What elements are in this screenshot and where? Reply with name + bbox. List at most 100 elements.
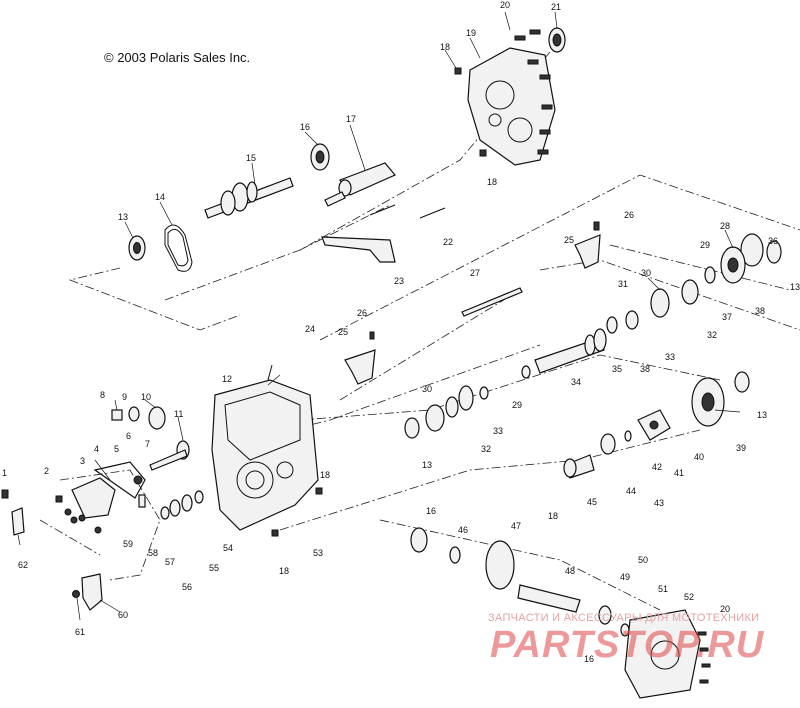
callout-33: 33 bbox=[665, 352, 675, 362]
gear-case-cover bbox=[454, 29, 556, 166]
callout-42: 42 bbox=[652, 462, 662, 472]
callout-18: 18 bbox=[548, 511, 558, 521]
callout-2: 2 bbox=[44, 466, 49, 476]
callout-54: 54 bbox=[223, 543, 233, 553]
bearing-plate-41 bbox=[637, 409, 671, 441]
bearing-13-left bbox=[128, 235, 146, 261]
shift-rod-27 bbox=[461, 287, 523, 317]
callout-23: 23 bbox=[394, 276, 404, 286]
callout-57: 57 bbox=[165, 557, 175, 567]
callout-4: 4 bbox=[94, 444, 99, 454]
pins-22 bbox=[369, 204, 446, 219]
callout-29: 29 bbox=[700, 240, 710, 250]
callout-17: 17 bbox=[346, 114, 356, 124]
callout-13: 13 bbox=[118, 212, 128, 222]
callout-53: 53 bbox=[313, 548, 323, 558]
callout-38: 38 bbox=[640, 364, 650, 374]
callout-19: 19 bbox=[466, 28, 476, 38]
callout-26: 26 bbox=[357, 308, 367, 318]
callout-34: 34 bbox=[571, 377, 581, 387]
callout-14: 14 bbox=[155, 192, 165, 202]
callout-22: 22 bbox=[443, 237, 453, 247]
callout-49: 49 bbox=[620, 572, 630, 582]
callout-52: 52 bbox=[684, 592, 694, 602]
callout-36: 36 bbox=[768, 236, 778, 246]
main-shaft-34 bbox=[521, 328, 607, 379]
callout-58: 58 bbox=[148, 548, 158, 558]
callout-33: 33 bbox=[493, 426, 503, 436]
callout-1: 1 bbox=[2, 468, 7, 478]
callout-26: 26 bbox=[624, 210, 634, 220]
callout-32: 32 bbox=[707, 330, 717, 340]
callout-16: 16 bbox=[584, 654, 594, 664]
callout-28: 28 bbox=[720, 221, 730, 231]
gear-21 bbox=[548, 27, 566, 53]
callout-16: 16 bbox=[426, 506, 436, 516]
transmission-case bbox=[211, 364, 323, 537]
drive-chain-14 bbox=[164, 224, 193, 272]
callout-13: 13 bbox=[422, 460, 432, 470]
callout-35: 35 bbox=[612, 364, 622, 374]
callout-5: 5 bbox=[114, 444, 119, 454]
lower-cover-52 bbox=[624, 609, 711, 699]
shift-linkage bbox=[1, 406, 190, 536]
leader-lines bbox=[17, 11, 741, 621]
callout-40: 40 bbox=[694, 452, 704, 462]
callout-46: 46 bbox=[458, 525, 468, 535]
callout-6: 6 bbox=[126, 431, 131, 441]
seal-stack bbox=[160, 490, 204, 520]
callout-16: 16 bbox=[300, 122, 310, 132]
callout-61: 61 bbox=[75, 627, 85, 637]
alignment-lines bbox=[39, 39, 800, 611]
callout-62: 62 bbox=[18, 560, 28, 570]
callout-50: 50 bbox=[638, 555, 648, 565]
sleeve-17 bbox=[324, 162, 396, 207]
bearing-16-top bbox=[310, 143, 330, 171]
callout-30: 30 bbox=[641, 268, 651, 278]
mount-bracket-60 bbox=[72, 573, 103, 611]
callout-44: 44 bbox=[626, 486, 636, 496]
callout-60: 60 bbox=[118, 610, 128, 620]
gear-cluster-lower bbox=[404, 385, 489, 439]
shift-fork-25-top bbox=[574, 221, 601, 269]
callout-13: 13 bbox=[790, 282, 800, 292]
callout-47: 47 bbox=[511, 521, 521, 531]
watermark-tagline: ЗАПЧАСТИ И АКСЕССУАРЫ ДЛЯ МОТОТЕХНИКИ bbox=[488, 612, 760, 624]
callout-8: 8 bbox=[100, 390, 105, 400]
callout-21: 21 bbox=[551, 2, 561, 12]
callout-38: 38 bbox=[755, 306, 765, 316]
callout-43: 43 bbox=[654, 498, 664, 508]
callout-18: 18 bbox=[279, 566, 289, 576]
callout-24: 24 bbox=[305, 324, 315, 334]
callout-25: 25 bbox=[338, 327, 348, 337]
callout-31: 31 bbox=[618, 279, 628, 289]
callout-25: 25 bbox=[564, 235, 574, 245]
callout-20: 20 bbox=[720, 604, 730, 614]
callout-37: 37 bbox=[722, 312, 732, 322]
callout-7: 7 bbox=[145, 439, 150, 449]
gear-cluster-upper bbox=[606, 233, 782, 334]
drive-shaft-15 bbox=[204, 177, 294, 219]
callout-29: 29 bbox=[512, 400, 522, 410]
callout-18: 18 bbox=[440, 42, 450, 52]
output-gear-45 bbox=[563, 430, 632, 479]
callout-48: 48 bbox=[565, 566, 575, 576]
callout-15: 15 bbox=[246, 153, 256, 163]
callout-18: 18 bbox=[320, 470, 330, 480]
copyright-notice: © 2003 Polaris Sales Inc. bbox=[104, 50, 251, 65]
shift-fork-25-middle bbox=[344, 331, 376, 385]
callout-45: 45 bbox=[587, 497, 597, 507]
callout-13: 13 bbox=[757, 410, 767, 420]
callout-18: 18 bbox=[487, 177, 497, 187]
callout-41: 41 bbox=[674, 468, 684, 478]
watermark-logo: PARTSTOP.RU bbox=[490, 624, 765, 666]
callout-32: 32 bbox=[481, 444, 491, 454]
callout-10: 10 bbox=[141, 392, 151, 402]
callout-9: 9 bbox=[122, 392, 127, 402]
callout-3: 3 bbox=[80, 456, 85, 466]
callout-56: 56 bbox=[182, 582, 192, 592]
callout-55: 55 bbox=[209, 563, 219, 573]
